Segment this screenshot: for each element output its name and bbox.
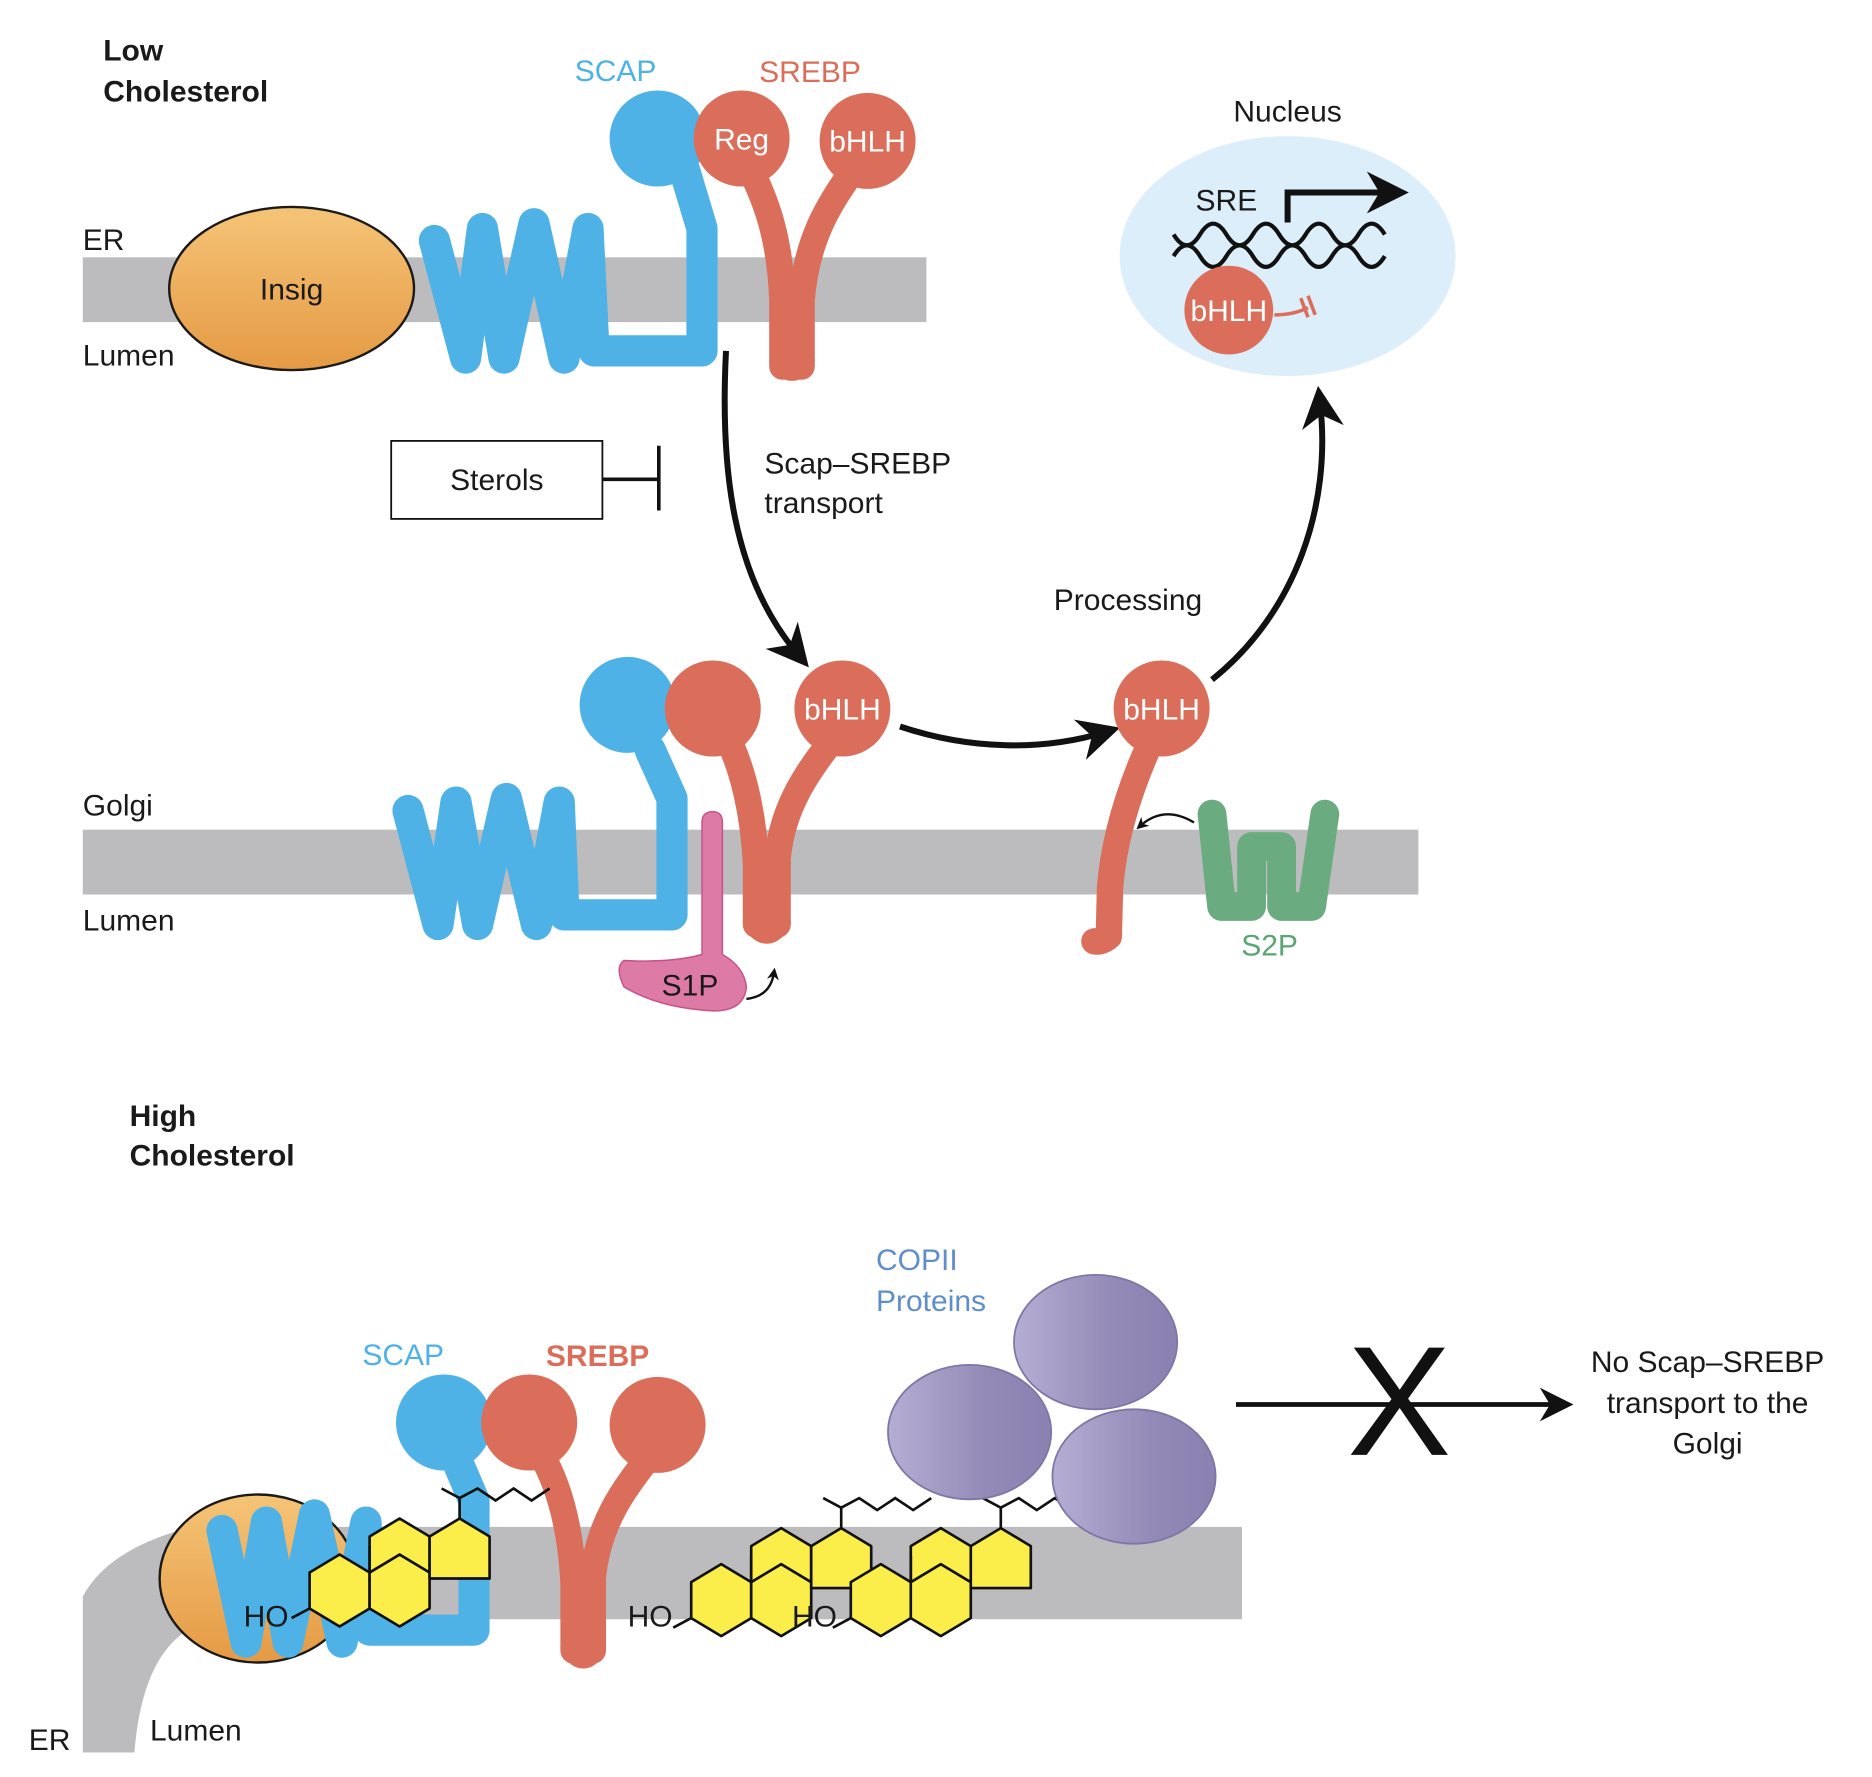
scap-high <box>206 1374 492 1658</box>
high-cholesterol-title-line2: Cholesterol <box>130 1140 295 1173</box>
copii-label-line1: COPII <box>876 1244 958 1277</box>
low-cholesterol-title-line2: Cholesterol <box>103 75 268 108</box>
s2p-protease: S2P <box>1136 799 1340 963</box>
cholesterol-molecule-2: HO <box>628 1496 933 1638</box>
srebp-label-high: SREBP <box>546 1340 649 1373</box>
cholesterol-molecule-1: HO <box>244 1487 551 1634</box>
nucleus-label: Nucleus <box>1233 96 1341 129</box>
s1p-label: S1P <box>662 969 719 1002</box>
sterols-label: Sterols <box>450 464 543 497</box>
srebp-golgi: bHLH <box>664 660 891 944</box>
golgi-lumen-label: Lumen <box>83 905 175 938</box>
nuclear-bhlh-label: bHLH <box>1190 295 1267 328</box>
golgi-label: Golgi <box>83 789 153 822</box>
low-cholesterol-title-line1: Low <box>103 35 164 68</box>
er-lumen-label: Lumen <box>83 339 175 372</box>
er-label-high: ER <box>29 1724 71 1757</box>
cleaved-srebp: bHLH <box>1081 660 1210 955</box>
golgi-bhlh-label: bHLH <box>804 693 881 726</box>
inhibition-bar-icon <box>602 445 661 511</box>
nucleus: Nucleus SRE bHLH <box>1119 96 1456 377</box>
blocked-text-line1: No Scap–SREBP <box>1591 1346 1824 1379</box>
s1p-cleavage-arrow <box>746 967 779 1001</box>
insig-protein: Insig <box>167 205 416 372</box>
low-cholesterol-panel: Low Cholesterol ER Lumen Insig SCAP Reg … <box>82 35 1456 1012</box>
blocked-text-line3: Golgi <box>1673 1428 1743 1461</box>
scap-label: SCAP <box>575 55 657 88</box>
lumen-label-high: Lumen <box>150 1715 242 1748</box>
ho-label-3: HO <box>792 1601 837 1634</box>
transport-label-line2: transport <box>764 487 883 520</box>
processing-label: Processing <box>1054 584 1202 617</box>
nuclear-entry-arrow <box>1210 385 1344 683</box>
s1p-protease: S1P <box>618 810 779 1012</box>
transcription-arrow-icon <box>1284 171 1409 223</box>
srebp-er: Reg bHLH <box>693 90 916 381</box>
reg-domain-label: Reg <box>714 123 769 156</box>
srebp-high <box>481 1374 706 1669</box>
ho-label-2: HO <box>628 1601 673 1634</box>
cleaved-bhlh-label: bHLH <box>1123 693 1200 726</box>
copii-label-line2: Proteins <box>876 1285 986 1318</box>
s2p-label: S2P <box>1241 930 1298 963</box>
transport-arrow <box>721 350 809 668</box>
ho-label-1: HO <box>244 1601 289 1634</box>
insig-label: Insig <box>260 273 323 306</box>
cholesterol-molecule-3: HO <box>792 1496 1093 1638</box>
s2p-cleavage-arrow <box>1136 813 1195 830</box>
high-cholesterol-title-line1: High <box>130 1100 197 1133</box>
scap-er <box>418 90 718 374</box>
scap-golgi <box>392 656 688 941</box>
sre-label: SRE <box>1196 185 1258 218</box>
transport-label-line1: Scap–SREBP <box>764 447 951 480</box>
processing-arrow <box>899 719 1121 760</box>
blocked-text-line2: transport to the <box>1607 1387 1809 1420</box>
high-cholesterol-panel: High Cholesterol ER Lumen SCAP SREBP HO <box>29 1100 1825 1757</box>
scap-label-high: SCAP <box>362 1339 444 1372</box>
dna-helix-icon <box>1171 221 1387 269</box>
bhlh-domain-label: bHLH <box>829 126 906 159</box>
copii-proteins <box>887 1274 1217 1545</box>
srebp-label: SREBP <box>759 56 861 89</box>
blocked-x-icon: X <box>1347 1315 1451 1489</box>
er-label: ER <box>83 224 125 257</box>
